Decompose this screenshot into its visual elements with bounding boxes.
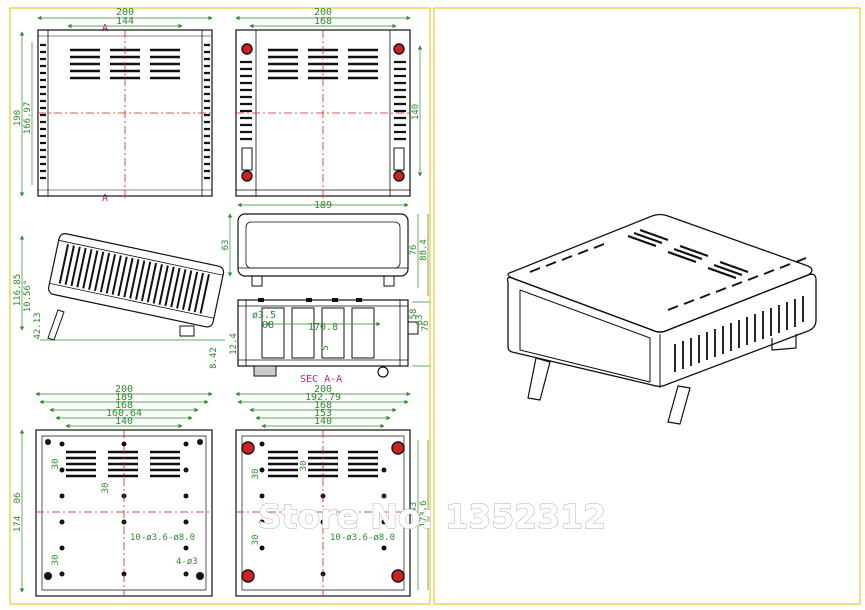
section-marker-top: A bbox=[102, 23, 108, 34]
dim-bottom-right-3: 153 bbox=[314, 408, 332, 419]
right-sheet-frame bbox=[433, 7, 861, 605]
dim-bottom-left-0: 200 bbox=[115, 384, 133, 395]
dim-side-lift: 8.42 bbox=[209, 347, 219, 369]
dim-bottom-left-3: 160.64 bbox=[106, 408, 142, 419]
dim-side-angle: 10.56° bbox=[23, 280, 33, 313]
dim-top-left-inner-height: 166.97 bbox=[23, 102, 33, 135]
store-watermark: Store No: 1352312 bbox=[258, 497, 606, 536]
dim-side-height: 116.85 bbox=[13, 274, 23, 307]
dim-bottom-left-pitch-c: 30 bbox=[101, 483, 111, 494]
dim-bottom-left-side2: 06 bbox=[13, 493, 23, 504]
dim-front-height: 63 bbox=[221, 240, 231, 251]
dim-front-height-foot: 76 bbox=[409, 245, 419, 256]
dim-section-inner: 170.8 bbox=[308, 322, 338, 333]
dim-section-offset: 5 bbox=[321, 345, 331, 350]
dim-bottom-right-2: 168 bbox=[314, 400, 332, 411]
dim-bottom-right-side: 143 bbox=[409, 502, 419, 518]
dim-bottom-left-pitch-b: 30 bbox=[51, 555, 61, 566]
dim-top-right-width: 200 bbox=[314, 7, 332, 18]
dim-section-r1: 58 bbox=[409, 309, 419, 320]
bottom-left-view: 200 189 168 160.64 140 174 06 30 30 30 1… bbox=[13, 384, 213, 597]
dim-bottom-right-side2: 173.6 bbox=[419, 500, 429, 527]
dim-section-r2: 63 bbox=[415, 315, 425, 326]
section-a-a-view: ø3.5 08 170.8 5 12.4 58 63 76 SEC A-A bbox=[229, 298, 431, 385]
side-tilted-view: 116.85 10.56° 42.13 8.42 bbox=[13, 232, 225, 369]
dim-side-foot: 42.13 bbox=[33, 312, 43, 339]
dim-front-height-total: 88.4 bbox=[419, 239, 429, 261]
dim-bottom-left-side: 174 bbox=[13, 516, 23, 532]
dim-bottom-right-1: 192.79 bbox=[305, 392, 341, 403]
section-marker-bottom: A bbox=[102, 193, 108, 204]
dim-section-left-height: 12.4 bbox=[229, 333, 239, 355]
dim-top-left-width: 200 bbox=[116, 7, 134, 18]
dim-bottom-right-0: 200 bbox=[314, 384, 332, 395]
left-sheet-frame bbox=[9, 7, 431, 605]
dim-bottom-right-pitch-b: 30 bbox=[251, 535, 261, 546]
dim-bottom-right-4: 140 bbox=[314, 416, 332, 427]
note-bottom-left-holes-2: 4-ø3 bbox=[176, 557, 198, 567]
dim-bottom-right-pitch-a: 30 bbox=[251, 469, 261, 480]
note-bottom-right-holes: 10-ø3.6-ø8.0 bbox=[330, 533, 395, 543]
note-bottom-left-holes: 10-ø3.6-ø8.0 bbox=[130, 533, 195, 543]
front-view: 189 63 76 88.4 bbox=[221, 200, 429, 296]
dim-bottom-left-4: 140 bbox=[115, 416, 133, 427]
dim-section-hole: ø3.5 bbox=[252, 310, 276, 321]
dim-section-wall: 08 bbox=[262, 320, 274, 331]
dim-bottom-left-pitch-a: 30 bbox=[51, 459, 61, 470]
dim-top-left-inner-width: 144 bbox=[116, 16, 134, 27]
section-label: SEC A-A bbox=[300, 374, 342, 385]
bottom-right-view: 200 192.79 168 153 140 143 173.6 30 30 3… bbox=[235, 384, 429, 597]
dim-bottom-right-pitch-c: 30 bbox=[299, 461, 309, 472]
dim-front-width: 189 bbox=[314, 200, 332, 211]
dim-bottom-left-2: 168 bbox=[115, 400, 133, 411]
dim-top-right-height: 140 bbox=[411, 104, 421, 120]
dim-bottom-left-1: 189 bbox=[115, 392, 133, 403]
top-right-view: 200 168 140 bbox=[235, 7, 423, 200]
dim-top-right-inner-width: 168 bbox=[314, 16, 332, 27]
dim-section-r3: 76 bbox=[421, 321, 431, 332]
dim-top-left-height: 190 bbox=[13, 110, 23, 126]
top-left-view: 200 144 A A 190 166.97 bbox=[13, 7, 213, 204]
isometric-enclosure-view bbox=[506, 213, 817, 425]
